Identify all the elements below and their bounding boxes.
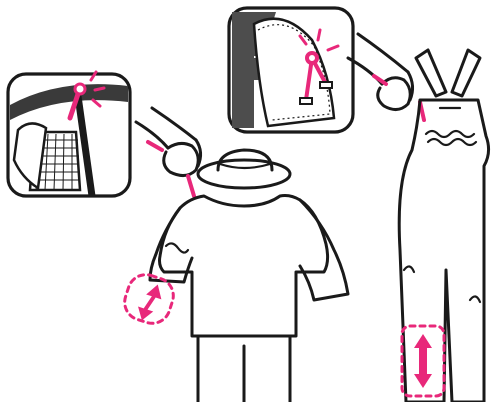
double-arrow-adjust-icon: [414, 334, 432, 388]
jacket-figure: [120, 150, 348, 402]
hand-left: [136, 108, 201, 196]
right-detail-callout: [229, 8, 353, 132]
double-arrow-adjust-icon: [134, 281, 165, 324]
hat: [198, 150, 290, 188]
bib-pants-figure: [399, 50, 488, 402]
pant-cuff-adjust-indicator: [402, 326, 444, 396]
left-detail-callout: [8, 72, 130, 196]
hand-right: [348, 34, 413, 110]
